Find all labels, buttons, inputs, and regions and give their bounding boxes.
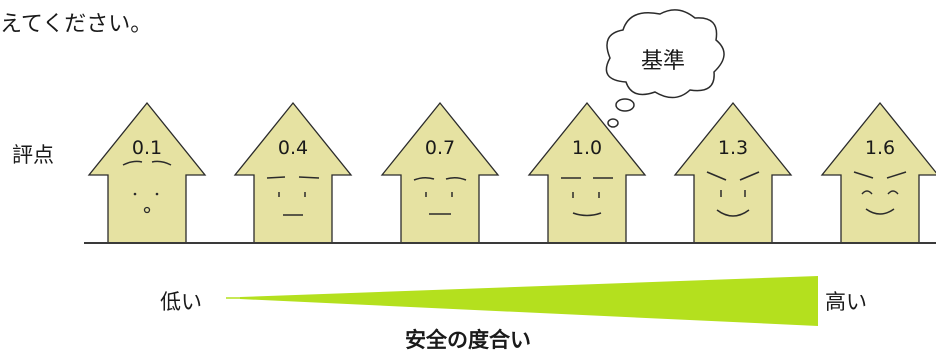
left-eyebrow [853, 171, 874, 179]
left-eyebrow [266, 176, 286, 179]
house-body [233, 101, 353, 244]
safety-axis-title: 安全の度合い [405, 328, 531, 352]
left-eyebrow [122, 160, 143, 166]
house: 1.0 [527, 101, 647, 244]
right-eyebrow [445, 176, 467, 181]
score-value: 1.6 [865, 137, 895, 159]
right-eyebrow [298, 176, 320, 179]
score-value: 0.7 [425, 137, 455, 159]
score-value: 0.4 [278, 137, 308, 159]
high-label: 高い [825, 290, 867, 314]
thought-bubble-dot-large [615, 98, 635, 112]
right-eye [155, 192, 159, 196]
score-value: 0.1 [132, 137, 162, 159]
score-value: 1.0 [572, 137, 602, 159]
thought-bubble-cloud [605, 9, 725, 99]
right-eyebrow [739, 171, 760, 181]
house: 0.1 [87, 101, 207, 244]
mouth [572, 212, 602, 217]
left-eye [861, 190, 873, 195]
house: 0.7 [380, 101, 500, 244]
right-eyebrow [886, 171, 907, 179]
left-eyebrow [413, 176, 435, 181]
safety-scale-wedge [240, 276, 818, 326]
house: 0.4 [233, 101, 353, 244]
right-eye [887, 190, 899, 195]
house-body [87, 101, 207, 244]
intro-text: えてください。 [0, 12, 153, 37]
house-body [380, 101, 500, 244]
low-label: 低い [160, 290, 202, 314]
score-value: 1.3 [718, 137, 748, 159]
house-body [820, 101, 936, 244]
thought-bubble-dot-small [607, 118, 619, 128]
right-eyebrow [151, 160, 172, 166]
left-eyebrow [706, 171, 727, 181]
house-row: 0.1 0.4 0.7 1.0 1.3 1.6 [87, 101, 936, 244]
house-body [527, 101, 647, 244]
mouth [143, 206, 151, 214]
mouth [865, 208, 895, 215]
house: 1.6 [820, 101, 936, 244]
reference-callout: 基準 [605, 9, 725, 128]
mouth [716, 209, 750, 217]
left-eye [133, 192, 137, 196]
reference-label: 基準 [641, 49, 685, 74]
house-body [673, 101, 793, 244]
score-label: 評点 [12, 143, 54, 167]
house: 1.3 [673, 101, 793, 244]
